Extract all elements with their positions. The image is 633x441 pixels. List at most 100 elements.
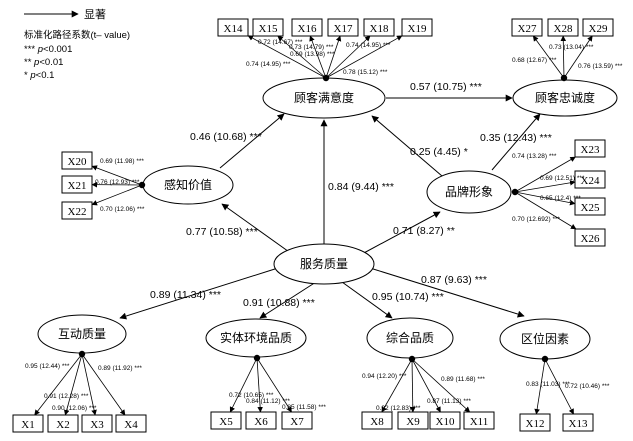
loading-label-sat-3: 0.69 (13.98) *** xyxy=(290,51,335,58)
loading-label-iq-1: 0.95 (12.44) *** xyxy=(25,363,70,370)
indicator-box-x15 xyxy=(252,18,284,37)
indicator-box-x3 xyxy=(81,414,113,433)
path-sq-to-pe xyxy=(259,281,317,319)
coef-bi-to-loy: 0.35 (12.43) *** xyxy=(480,132,552,144)
legend-title: 显著 xyxy=(84,7,106,21)
indicator-box-x7 xyxy=(281,411,313,430)
indicator-label-x1: X1 xyxy=(21,419,34,431)
latent-physical-environment-label: 实体环境品质 xyxy=(220,330,292,345)
coef-sq-to-bi: 0.71 (8.27) ** xyxy=(393,225,455,237)
indicator-label-x13: X13 xyxy=(569,418,588,430)
coef-sq-to-oq: 0.95 (10.74) *** xyxy=(372,291,444,303)
indicator-label-x5: X5 xyxy=(219,416,233,428)
indicator-label-x11: X11 xyxy=(470,416,489,428)
indicator-box-x17 xyxy=(327,18,359,37)
loading-label-pe-3: 0.85 (11.58) *** xyxy=(282,404,326,411)
loading-line-x10 xyxy=(411,358,441,413)
coef-pv-to-sat: 0.46 (10.68) *** xyxy=(190,131,262,143)
indicator-box-x14 xyxy=(217,18,249,37)
indicator-box-x12 xyxy=(519,413,551,432)
indicator-box-x6 xyxy=(245,411,277,430)
loading-line-x19 xyxy=(325,35,403,79)
indicator-box-x20 xyxy=(61,151,93,170)
loading-line-x25 xyxy=(514,191,576,206)
latent-satisfaction-label: 顾客满意度 xyxy=(294,90,354,105)
legend: 显著 标准化路径系数(t– value) *** p<0.001 ** p<0.… xyxy=(24,7,130,81)
coef-sq-to-pe: 0.91 (10.88) *** xyxy=(243,297,315,309)
indicator-label-x3: X3 xyxy=(90,419,104,431)
loading-label-lf-2: 0.72 (10.46) *** xyxy=(565,383,610,390)
latent-service-quality-label: 服务质量 xyxy=(300,256,348,271)
indicator-label-x15: X15 xyxy=(259,23,278,35)
path-sq-to-oq xyxy=(341,281,393,319)
loading-label-bi-3: 0.65 (12.4) *** xyxy=(540,195,581,202)
loading-line-x13 xyxy=(544,358,574,415)
indicator-box-x5 xyxy=(210,411,242,430)
loading-line-x28 xyxy=(560,35,567,79)
legend-coef-note: 标准化路径系数(t– value) xyxy=(24,29,130,41)
indicator-label-x10: X10 xyxy=(436,416,455,428)
indicator-box-x1 xyxy=(12,414,44,433)
latent-brand-image: 品牌形象 xyxy=(426,170,512,214)
loading-line-x2 xyxy=(63,353,83,416)
loading-label-pe-1: 0.72 (10.65) *** xyxy=(229,392,274,399)
path-pv-to-sat xyxy=(219,113,285,169)
indicator-label-x19: X19 xyxy=(408,23,427,35)
loading-label-pv-1: 0.69 (11.98) *** xyxy=(100,158,144,165)
latent-constructs: 顾客满意度 顾客忠诚度 感知价值 品牌形象 服务质量 互动质量 实体环境品质 xyxy=(37,77,618,360)
latent-satisfaction: 顾客满意度 xyxy=(262,77,386,119)
loading-label-lf-1: 0.83 (11.03) *** xyxy=(526,381,570,388)
coef-bi-to-sat: 0.25 (4.45) * xyxy=(410,146,468,158)
loading-label-bi-4: 0.70 (12.692) *** xyxy=(512,216,561,223)
path-bi-to-sat xyxy=(371,115,443,177)
coef-sq-to-sat: 0.84 (9.44) *** xyxy=(328,181,394,193)
indicator-box-x21 xyxy=(61,175,93,194)
loading-line-x20 xyxy=(91,165,143,186)
legend-sig-1: * p<0.1 xyxy=(24,70,54,81)
loading-line-x16 xyxy=(309,35,327,79)
loading-line-x22 xyxy=(91,184,143,206)
indicator-label-x7: X7 xyxy=(290,416,304,428)
hub-iq xyxy=(78,350,86,358)
indicator-box-x26 xyxy=(574,228,606,247)
structural-paths xyxy=(119,94,541,320)
loading-line-x7 xyxy=(256,357,292,413)
indicator-box-x28 xyxy=(547,18,579,37)
indicator-label-x28: X28 xyxy=(554,23,573,35)
coef-sq-to-pv: 0.77 (10.58) *** xyxy=(186,226,258,238)
loading-label-loy-3: 0.76 (13.59) *** xyxy=(578,63,623,70)
path-sq-to-lf xyxy=(369,267,525,318)
legend-sig-01: ** p<0.01 xyxy=(24,57,63,68)
hub-oq xyxy=(408,355,416,363)
loading-line-x9 xyxy=(409,358,416,413)
latent-interaction-quality-label: 互动质量 xyxy=(58,327,106,341)
indicator-label-x25: X25 xyxy=(581,202,600,214)
indicator-box-x11 xyxy=(463,411,495,430)
indicator-box-x10 xyxy=(429,411,461,430)
indicator-box-x4 xyxy=(115,414,147,433)
indicator-label-x2: X2 xyxy=(56,419,69,431)
indicator-box-x19 xyxy=(401,18,433,37)
loading-label-oq-4: 0.89 (11.68) *** xyxy=(441,376,485,383)
indicator-label-x12: X12 xyxy=(526,418,545,430)
indicator-box-x29 xyxy=(582,18,614,37)
latent-loyalty-label: 顾客忠诚度 xyxy=(535,90,595,105)
indicator-box-x16 xyxy=(291,18,323,37)
indicator-label-x20: X20 xyxy=(68,156,87,168)
loading-label-pv-2: 0.76 (12.93) *** xyxy=(95,179,140,186)
indicator-box-x25 xyxy=(574,197,606,216)
loading-label-pv-3: 0.70 (12.06) *** xyxy=(100,206,145,213)
loading-line-x18 xyxy=(325,35,371,79)
hub-pe xyxy=(253,354,261,362)
path-sq-to-bi xyxy=(361,211,441,255)
loading-label-pe-2: 0.84 (11.12) *** xyxy=(246,398,290,405)
loading-line-x12 xyxy=(534,358,546,415)
path-bi-to-loy xyxy=(491,113,541,171)
indicator-box-x27 xyxy=(511,18,543,37)
